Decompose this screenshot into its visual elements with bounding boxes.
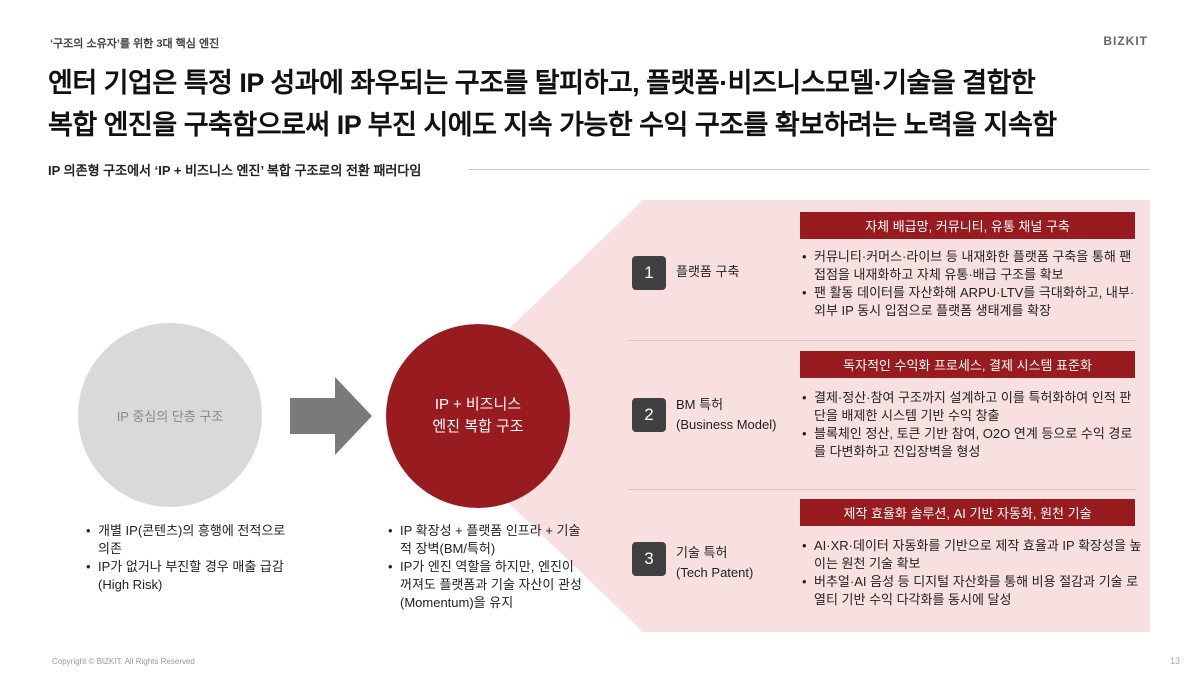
title-line-1: 엔터 기업은 특정 IP 성과에 좌우되는 구조를 탈피하고, 플랫폼·비즈니스… xyxy=(48,68,1036,98)
page-title: 엔터 기업은 특정 IP 성과에 좌우되는 구조를 탈피하고, 플랫폼·비즈니스… xyxy=(48,62,1057,146)
page-number: 13 xyxy=(1169,656,1180,666)
number-badge: 2 xyxy=(632,398,666,432)
circle-label: IP 중심의 단층 구조 xyxy=(116,408,224,424)
bullet: AI·XR·데이터 자동화를 기반으로 제작 효율과 IP 확장성을 높이는 원… xyxy=(802,537,1142,573)
bullet: IP가 엔진 역할을 하지만, 엔진이 꺼져도 플랫폼과 기술 자산이 관성(M… xyxy=(388,558,588,612)
number-badge: 3 xyxy=(632,542,666,576)
bullet: 커뮤니티·커머스·라이브 등 내재화한 플랫폼 구축을 통해 팬 접점을 내재화… xyxy=(802,248,1142,284)
copyright: Copyright © BIZKIT. All Rights Reserved xyxy=(52,657,195,666)
ip-single-structure-circle: IP 중심의 단층 구조 xyxy=(78,323,262,507)
bullet: IP 확장성 + 플랫폼 인프라 + 기술적 장벽(BM/특허) xyxy=(388,522,588,558)
engine-platform: 1 플랫폼 구축 자체 배급망, 커뮤니티, 유통 채널 구축 커뮤니티·커머스… xyxy=(632,212,1137,332)
engine-label: 플랫폼 구축 xyxy=(676,264,740,279)
circle-label-1: IP + 비즈니스 xyxy=(434,396,522,413)
bullet: 팬 활동 데이터를 자산화해 ARPU·LTV를 극대화하고, 내부·외부 IP… xyxy=(802,284,1142,320)
engine-bm-patent: 2 BM 특허(Business Model) 독자적인 수익화 프로세스, 결… xyxy=(632,351,1137,481)
number-badge: 1 xyxy=(632,256,666,290)
engine-bullets: 결제·정산·참여 구조까지 설계하고 이를 특허화하여 인적 판단을 배제한 시… xyxy=(802,389,1142,461)
bullet: 개별 IP(콘텐츠)의 흥행에 전적으로 의존 xyxy=(86,522,286,558)
engine-bullets: 커뮤니티·커머스·라이브 등 내재화한 플랫폼 구축을 통해 팬 접점을 내재화… xyxy=(802,248,1142,320)
bullet: 블록체인 정산, 토큰 기반 참여, O2O 연계 등으로 수익 경로를 다변화… xyxy=(802,425,1142,461)
center-bullets: IP 확장성 + 플랫폼 인프라 + 기술적 장벽(BM/특허) IP가 엔진 … xyxy=(388,522,588,612)
left-bullets: 개별 IP(콘텐츠)의 흥행에 전적으로 의존 IP가 없거나 부진할 경우 매… xyxy=(86,522,286,594)
engine-header: 자체 배급망, 커뮤니티, 유통 채널 구축 xyxy=(800,212,1135,239)
engine-label: BM 특허(Business Model) xyxy=(676,397,777,432)
engine-label: 기술 특허(Tech Patent) xyxy=(676,545,754,580)
kicker: ‘구조의 소유자’를 위한 3대 핵심 엔진 xyxy=(50,38,220,50)
divider xyxy=(628,340,1136,341)
divider xyxy=(468,169,1150,170)
arrow-icon xyxy=(290,377,372,455)
engine-tech-patent: 3 기술 특허(Tech Patent) 제작 효율화 솔루션, AI 기반 자… xyxy=(632,499,1142,629)
engine-header: 독자적인 수익화 프로세스, 결제 시스템 표준화 xyxy=(800,351,1135,378)
engine-header: 제작 효율화 솔루션, AI 기반 자동화, 원천 기술 xyxy=(800,499,1135,526)
engine-bullets: AI·XR·데이터 자동화를 기반으로 제작 효율과 IP 확장성을 높이는 원… xyxy=(802,537,1142,609)
section-subtitle: IP 의존형 구조에서 ‘IP + 비즈니스 엔진’ 복합 구조로의 전환 패러… xyxy=(48,163,422,178)
bullet: 결제·정산·참여 구조까지 설계하고 이를 특허화하여 인적 판단을 배제한 시… xyxy=(802,389,1142,425)
title-line-2: 복합 엔진을 구축함으로써 IP 부진 시에도 지속 가능한 수익 구조를 확보… xyxy=(48,110,1057,140)
bullet: 버추얼·AI 음성 등 디지털 자산화를 통해 비용 절감과 기술 로열티 기반… xyxy=(802,573,1142,609)
brand-logo: BIZKIT xyxy=(1103,34,1148,48)
divider xyxy=(628,489,1136,490)
circle-label-2: 엔진 복합 구조 xyxy=(432,418,524,435)
bullet: IP가 없거나 부진할 경우 매출 급감(High Risk) xyxy=(86,558,286,594)
